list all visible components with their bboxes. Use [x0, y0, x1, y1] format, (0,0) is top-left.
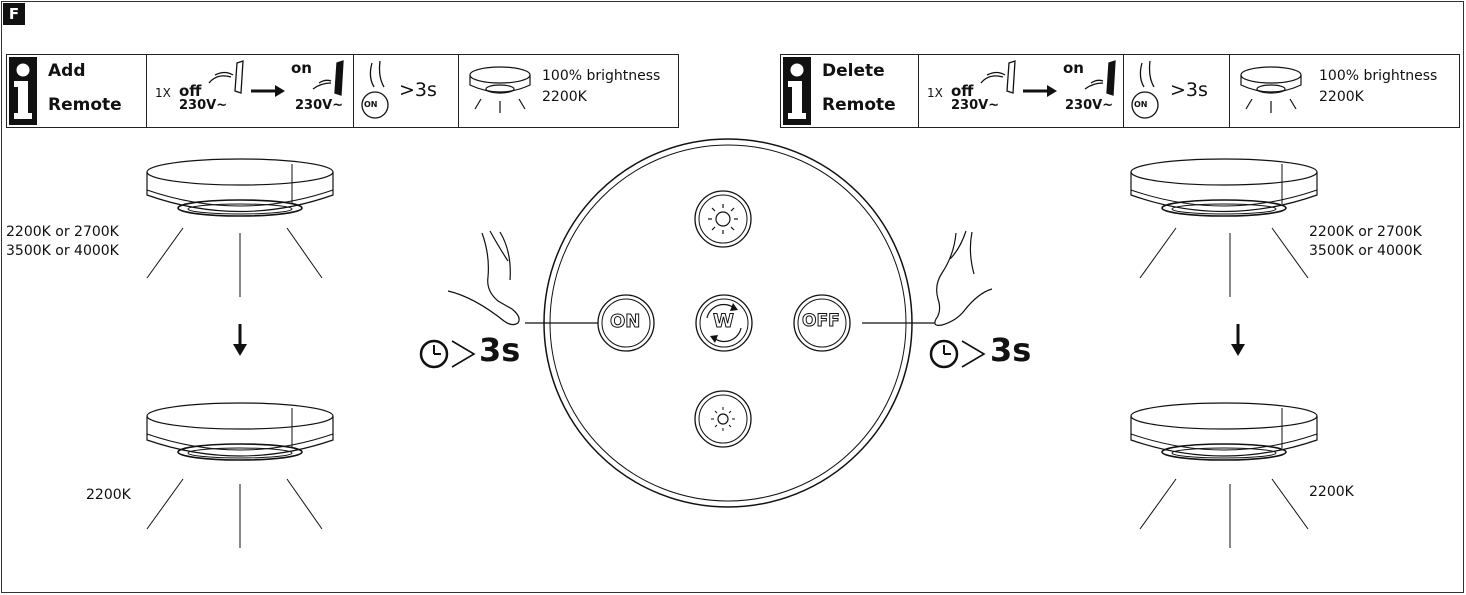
title-line-1: Add: [48, 61, 86, 81]
on-label: on: [1063, 59, 1084, 77]
title-line-2: Remote: [48, 95, 122, 115]
on-button-mini: ON: [364, 100, 378, 109]
power-cycle-cell: 1X off 230V~ on 230V~: [919, 55, 1124, 127]
delete-remote-title-cell: Delete Remote: [781, 55, 919, 127]
add-remote-title-cell: Add Remote: [7, 55, 147, 127]
right-before-label-2: 3500K or 4000K: [1309, 243, 1422, 259]
voltage-before: 230V~: [179, 98, 228, 113]
cycle-count: 1X: [927, 86, 943, 100]
cycle-count: 1X: [155, 86, 171, 100]
voltage-before: 230V~: [951, 98, 1000, 113]
info-icon: [783, 57, 811, 125]
on-button-mini: ON: [1134, 100, 1148, 109]
off-label: off: [951, 82, 974, 100]
result-temperature: 2200K: [1319, 89, 1364, 105]
off-label: off: [179, 82, 202, 100]
lamp-icon: [469, 66, 531, 113]
result-temperature: 2200K: [542, 89, 587, 105]
voltage-after: 230V~: [1065, 98, 1114, 113]
switch-icon: [980, 60, 1116, 96]
left-before-label-2: 3500K or 4000K: [6, 243, 119, 259]
left-before-label-1: 2200K or 2700K: [6, 224, 119, 240]
on-label: on: [291, 59, 312, 77]
voltage-after: 230V~: [295, 98, 344, 113]
press-button-icon: [361, 60, 389, 119]
press-on-cell: ON >3s: [354, 55, 459, 127]
hold-time-right: 3s: [990, 331, 1032, 369]
press-on-cell: ON >3s: [1124, 55, 1230, 127]
color-cycle-label: W: [713, 310, 735, 333]
result-brightness: 100% brightness: [542, 68, 661, 84]
delete-remote-infobar: Delete Remote 1X off 230V~ on 230V~: [780, 54, 1460, 128]
press-time: >3s: [1170, 79, 1208, 101]
add-remote-infobar: Add Remote 1X off 230V~ on 230V~: [6, 54, 679, 128]
brightness-down-icon: [717, 413, 729, 425]
title-line-2: Remote: [822, 95, 896, 115]
lamp-icon: [1240, 66, 1302, 113]
press-time: >3s: [399, 79, 437, 101]
off-button-label: OFF: [802, 311, 841, 332]
power-cycle-cell: 1X off 230V~ on 230V~: [147, 55, 354, 127]
brightness-up-icon: [715, 211, 731, 227]
right-before-label-1: 2200K or 2700K: [1309, 224, 1422, 240]
switch-icon: [208, 60, 344, 96]
info-icon: [9, 57, 37, 125]
press-button-icon: [1131, 60, 1159, 119]
right-after-label: 2200K: [1309, 484, 1354, 500]
arrow-right-icon: [251, 85, 285, 97]
title-line-1: Delete: [822, 61, 885, 81]
on-button-label: ON: [609, 311, 641, 333]
section-label: F: [3, 3, 25, 25]
result-cell: 100% brightness 2200K: [459, 55, 678, 127]
arrow-right-icon: [1023, 85, 1057, 97]
left-after-label: 2200K: [86, 487, 131, 503]
result-cell: 100% brightness 2200K: [1230, 55, 1459, 127]
hold-time-left: 3s: [479, 331, 521, 369]
color-cycle-icon: [706, 303, 742, 343]
result-brightness: 100% brightness: [1319, 68, 1438, 84]
